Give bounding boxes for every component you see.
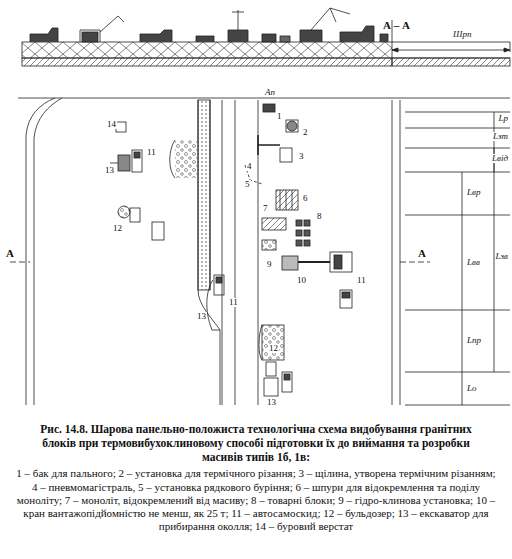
dimension-label: Lпр — [466, 336, 482, 345]
dimension-label: Lвід — [491, 154, 509, 163]
callout-number: 3 — [298, 152, 305, 161]
dimension-label: Шрп — [452, 30, 472, 39]
callout-number: 13 — [196, 312, 207, 321]
dimension-label: Lо — [466, 384, 478, 393]
callout-number: 14 — [106, 120, 117, 129]
section-mark: А — [6, 248, 14, 259]
callout-number: 11 — [228, 298, 239, 307]
callout-number: 13 — [104, 166, 115, 175]
legend-text: 1 – бак для пального; 2 – установка для … — [14, 467, 498, 533]
figure-caption: Рис. 14.8. Шарова панельно-положиста тех… — [40, 423, 472, 464]
callout-number: 4 — [246, 162, 253, 171]
callout-number: 11 — [146, 148, 157, 157]
callout-number: 5 — [244, 180, 251, 189]
callout-number: 6 — [302, 194, 309, 203]
callout-number: 9 — [266, 260, 273, 269]
section-mark: А — [418, 248, 426, 259]
callout-number: 12 — [112, 224, 123, 233]
callout-number: 1 — [276, 112, 283, 121]
dimension-label: Ап — [264, 88, 276, 97]
callout-number: 11 — [356, 276, 367, 285]
dimension-label: Lвр — [466, 188, 481, 197]
dimension-label: Lзв — [495, 252, 509, 261]
dimension-label: Lвв — [466, 258, 481, 267]
callout-number: 7 — [262, 204, 269, 213]
callout-number: 13 — [266, 398, 277, 407]
dimension-label: Lзт — [492, 132, 509, 141]
callout-number: 12 — [268, 344, 279, 353]
callout-number: 8 — [316, 212, 323, 221]
callout-number: 2 — [302, 128, 309, 137]
section-title: А – А — [383, 20, 410, 31]
callout-number: 10 — [296, 276, 307, 285]
dimension-label: Lр — [497, 114, 509, 123]
